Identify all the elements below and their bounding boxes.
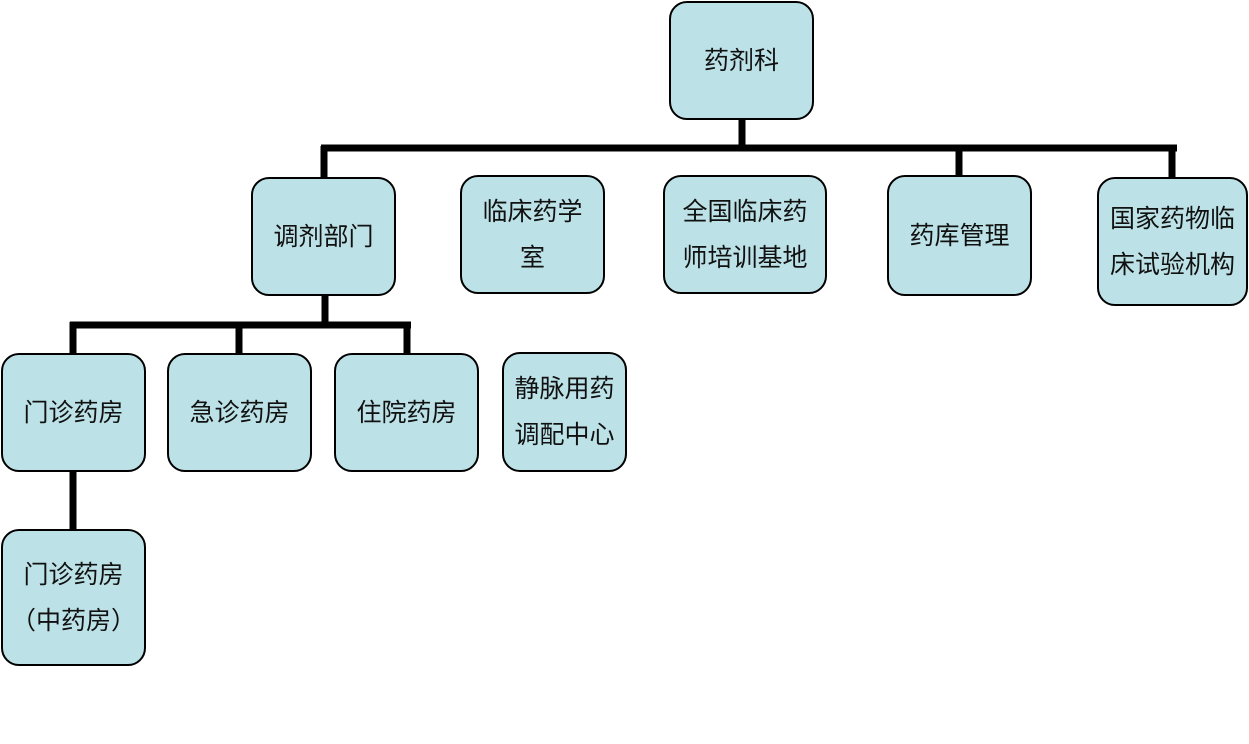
node-outpatient-tcm-pharmacy: 门诊药房 （中药房）	[1, 529, 146, 666]
node-label: 门诊药房 （中药房）	[10, 559, 136, 635]
node-training-base: 全国临床药 师培训基地	[663, 175, 827, 294]
node-label: 住院药房	[356, 397, 457, 427]
node-label: 急诊药房	[189, 397, 290, 427]
node-label: 全国临床药 师培训基地	[682, 196, 808, 272]
node-storage-management: 药库管理	[887, 175, 1032, 296]
node-label: 静脉用药 调配中心	[514, 374, 615, 449]
node-label: 药库管理	[909, 220, 1010, 250]
node-iv-admixture-center: 静脉用药 调配中心	[502, 352, 627, 472]
node-label: 门诊药房	[23, 397, 124, 427]
node-inpatient-pharmacy: 住院药房	[334, 353, 479, 472]
node-pharmacy-dept: 药剂科	[669, 1, 814, 120]
node-label: 药剂科	[703, 45, 779, 75]
node-clinical-pharmacy: 临床药学 室	[460, 175, 605, 294]
node-label: 临床药学 室	[482, 196, 583, 272]
node-label: 调剂部门	[273, 221, 374, 251]
node-drug-trial-institution: 国家药物临 床试验机构	[1097, 177, 1248, 306]
node-dispensing-dept: 调剂部门	[251, 177, 396, 296]
node-emergency-pharmacy: 急诊药房	[167, 353, 312, 472]
node-outpatient-pharmacy: 门诊药房	[1, 353, 146, 472]
node-label: 国家药物临 床试验机构	[1109, 203, 1235, 279]
